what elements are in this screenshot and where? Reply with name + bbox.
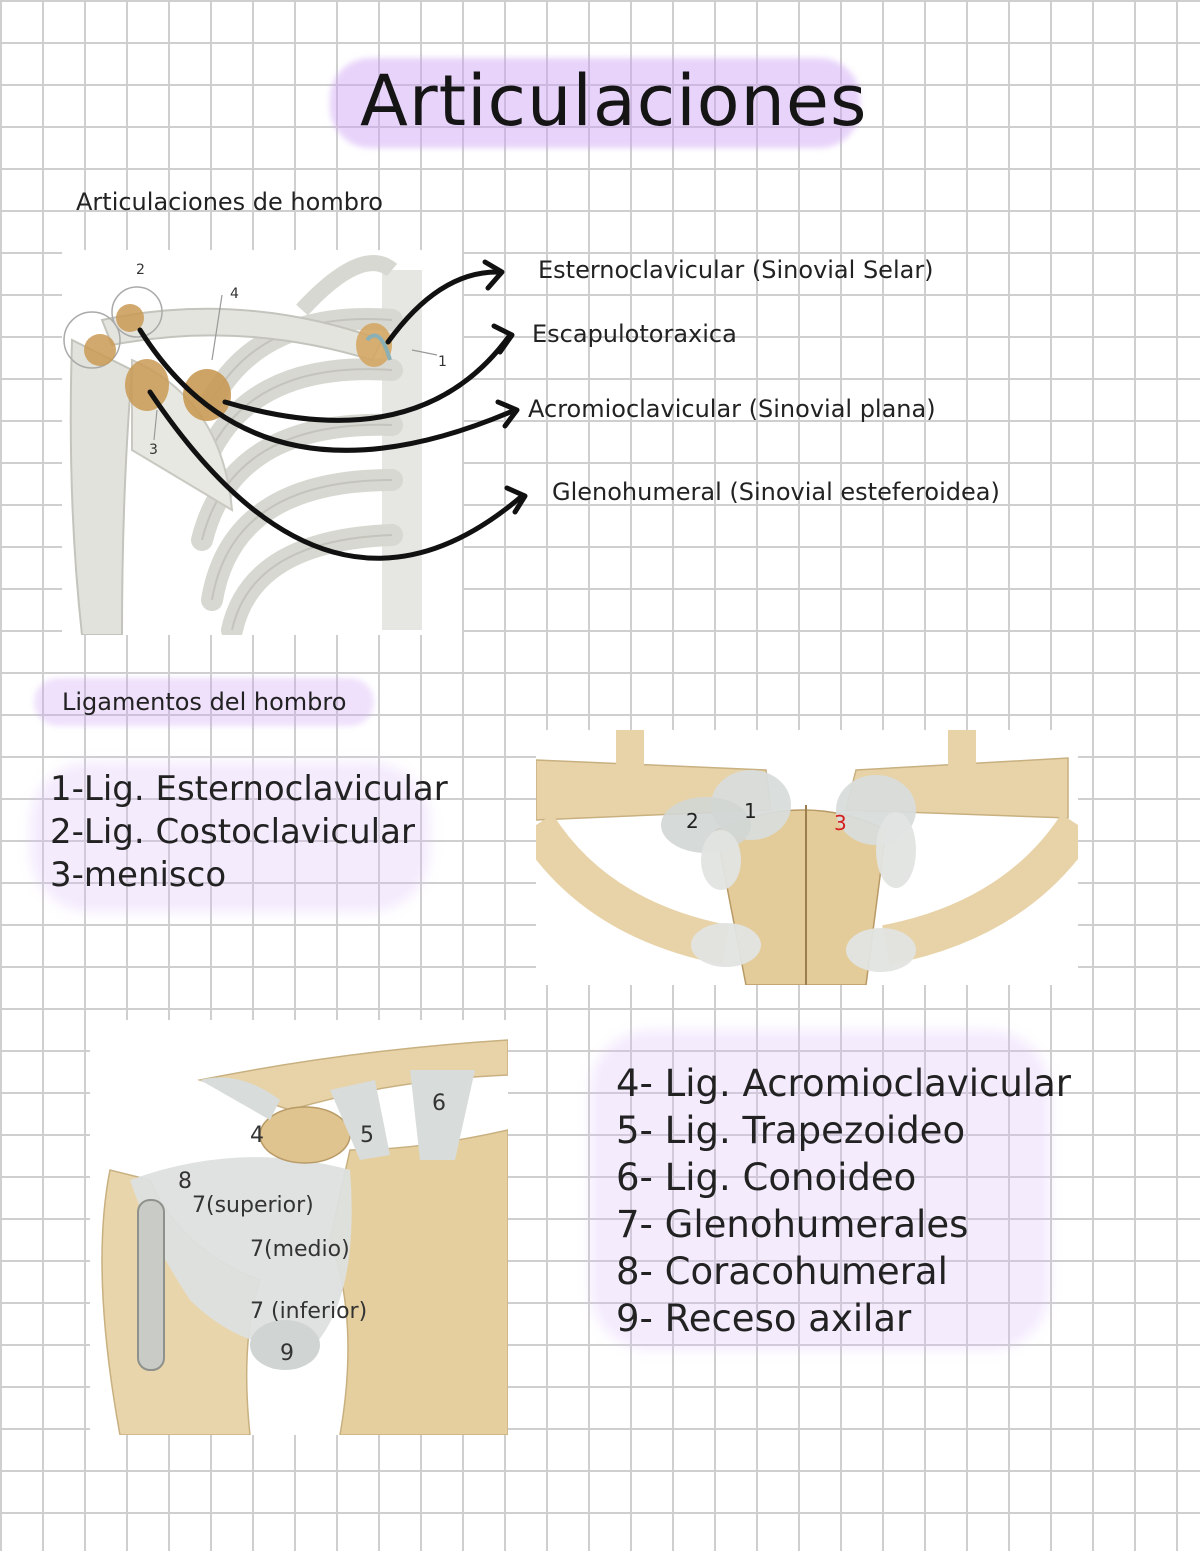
ligament-list-b: 4- Lig. Acromioclavicular 5- Lig. Trapez… — [616, 1060, 1071, 1342]
title-highlight — [330, 58, 860, 148]
figure-number: 8 — [178, 1169, 192, 1194]
list-item: 8- Coracohumeral — [616, 1250, 948, 1293]
figure-number: 9 — [280, 1341, 294, 1366]
figure-number: 2 — [136, 262, 145, 278]
joint-label-esternoclavicular: Esternoclavicular (Sinovial Selar) — [538, 256, 934, 284]
shoulder-skeleton-figure: 2 4 1 3 — [62, 250, 462, 641]
list-b-highlight — [590, 1030, 1050, 1350]
list-item: 3-menisco — [50, 855, 227, 895]
list-item: 4- Lig. Acromioclavicular — [616, 1062, 1071, 1105]
list-a-highlight — [30, 762, 430, 912]
figure-number: 1 — [744, 799, 757, 823]
figure-number: 7(superior) — [192, 1193, 314, 1218]
page-title: Articulaciones — [360, 60, 868, 142]
ligament-list-a: 1-Lig. Esternoclavicular 2-Lig. Costocla… — [50, 768, 448, 897]
joint-arrows — [137, 259, 528, 561]
list-item: 2-Lig. Costoclavicular — [50, 812, 415, 852]
figure-number: 7 (inferior) — [250, 1299, 367, 1324]
figure-number: 6 — [432, 1091, 446, 1116]
section-heading-ligaments: Ligamentos del hombro — [62, 688, 347, 716]
list-item: 7- Glenohumerales — [616, 1203, 969, 1246]
figure-number: 3 — [149, 442, 158, 458]
section-heading-joints: Articulaciones de hombro — [76, 188, 383, 216]
ligaments-heading-highlight — [34, 678, 374, 726]
figure-number: 4 — [230, 286, 239, 302]
figure-number: 2 — [686, 809, 699, 833]
list-item: 6- Lig. Conoideo — [616, 1156, 917, 1199]
list-item: 1-Lig. Esternoclavicular — [50, 769, 448, 809]
joint-label-glenohumeral: Glenohumeral (Sinovial esteferoidea) — [552, 478, 1000, 506]
figure-number: 7(medio) — [250, 1237, 350, 1262]
sternoclavicular-figure: 2 1 3 — [519, 730, 1095, 986]
figure-number: 1 — [438, 354, 447, 370]
figure-number: 3 — [834, 811, 847, 835]
joint-label-acromioclavicular: Acromioclavicular (Sinovial plana) — [528, 395, 936, 423]
list-item: 5- Lig. Trapezoideo — [616, 1109, 966, 1152]
shoulder-ligament-figure: 6 4 5 8 7(superior) 7(medio) 7 (inferior… — [90, 1020, 509, 1436]
joint-label-escapulotoraxica: Escapulotoraxica — [532, 320, 737, 348]
figure-number: 5 — [360, 1123, 374, 1148]
list-item: 9- Receso axilar — [616, 1297, 912, 1340]
figure-number: 4 — [250, 1123, 264, 1148]
